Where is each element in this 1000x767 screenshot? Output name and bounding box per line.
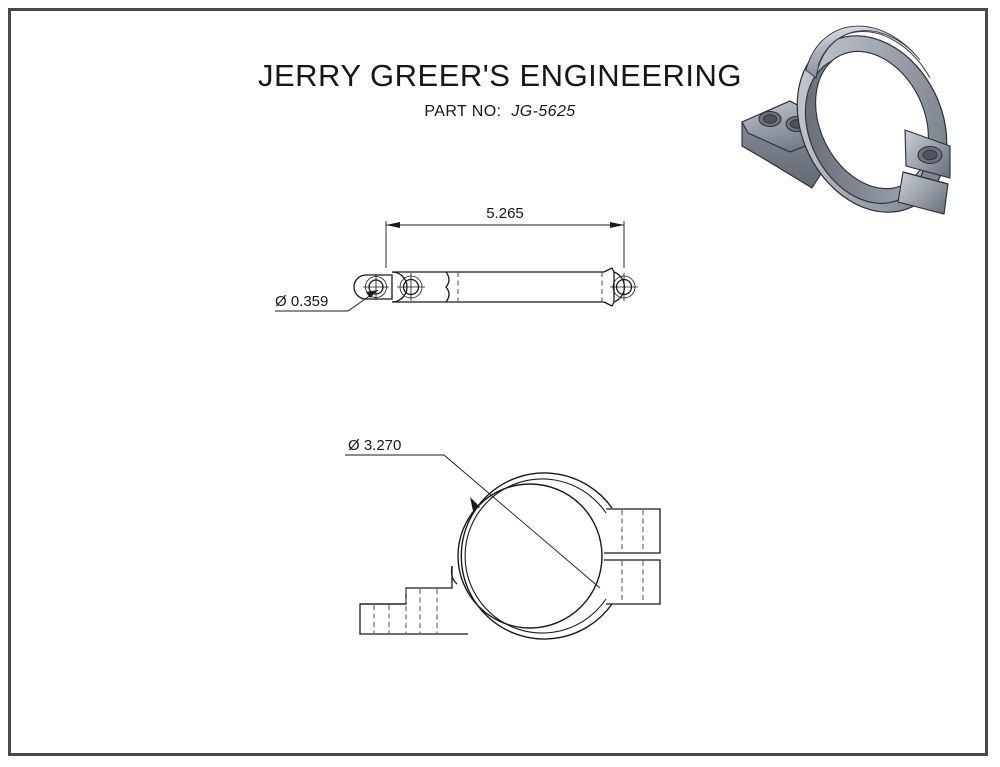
side-bolt-hole-2 xyxy=(397,273,425,301)
side-bolt-hole-1 xyxy=(363,274,389,300)
hole-diameter-value: Ø 0.359 xyxy=(275,293,328,310)
iso-clamp-model xyxy=(741,25,951,215)
side-bolt-holes xyxy=(363,273,638,301)
iso-clamp-ring xyxy=(796,25,948,213)
front-tab-lower xyxy=(604,559,661,605)
side-hidden-lines xyxy=(457,272,603,302)
front-pinch-tabs xyxy=(604,508,661,605)
iso-foot-hole-1 xyxy=(763,114,777,124)
front-clamp-ring xyxy=(457,472,613,640)
side-bolt-hole-3 xyxy=(610,273,638,301)
hole-diameter-callout: Ø 0.359 xyxy=(275,289,379,312)
front-bore-circle xyxy=(457,483,603,629)
overall-length-dimension: 5.265 xyxy=(385,205,625,268)
bore-diameter-callout: Ø 3.270 xyxy=(345,437,601,589)
bore-diameter-value: Ø 3.270 xyxy=(348,437,401,454)
overall-length-value: 5.265 xyxy=(486,205,524,222)
iso-pinch-tab xyxy=(897,129,951,215)
front-tab-upper xyxy=(604,508,661,554)
side-profile-outline xyxy=(353,267,626,307)
front-mounting-foot xyxy=(359,565,468,635)
iso-pinch-hole xyxy=(922,149,938,161)
sheet-border xyxy=(8,8,988,756)
